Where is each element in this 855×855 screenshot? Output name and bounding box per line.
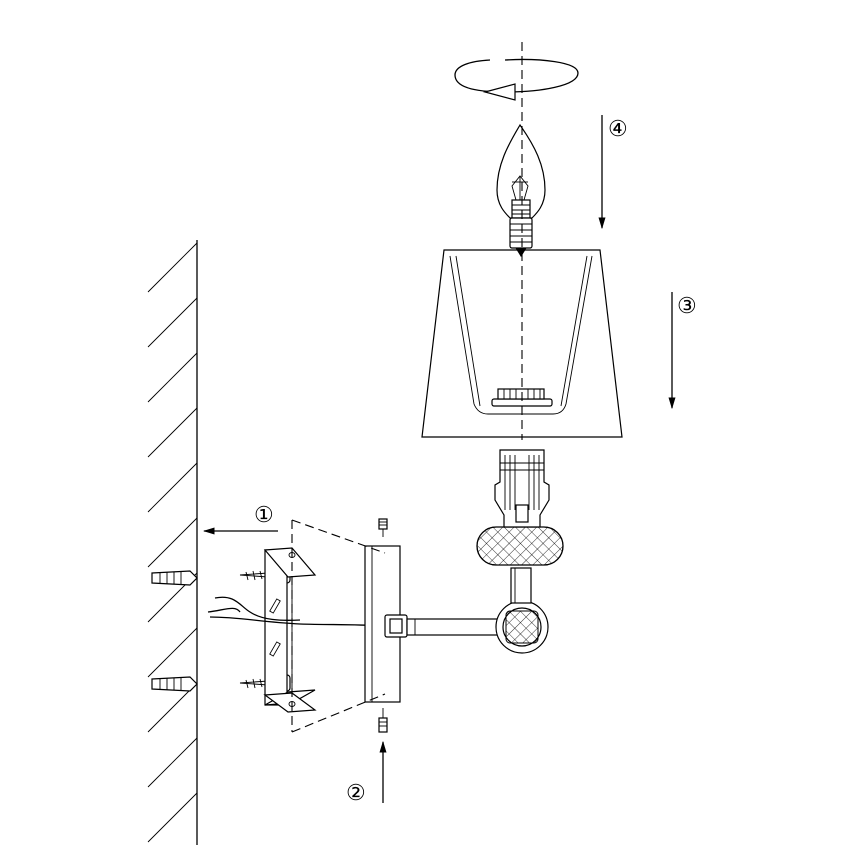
supply-wires [207, 596, 381, 627]
wall [147, 240, 198, 845]
arm-elbow-joint [495, 600, 549, 654]
candle-bulb [496, 123, 546, 257]
wall-anchor-bottom [151, 676, 198, 692]
step-4-label: ④ [608, 117, 628, 142]
alignment-guides [291, 519, 386, 733]
step-1-label: ① [254, 503, 274, 528]
decorative-collar [476, 526, 564, 566]
set-screw-top [378, 518, 388, 537]
wall-anchor-top [151, 570, 198, 586]
set-screw-bottom [378, 708, 388, 733]
backplate [364, 545, 401, 703]
step-3-label: ③ [677, 294, 697, 319]
lamp-arm [384, 614, 503, 638]
rotation-arrow [454, 58, 579, 101]
step-2-label: ② [346, 781, 366, 806]
lamp-stem [510, 567, 532, 604]
wall-hatching [147, 242, 198, 843]
bulb-socket [494, 449, 550, 528]
